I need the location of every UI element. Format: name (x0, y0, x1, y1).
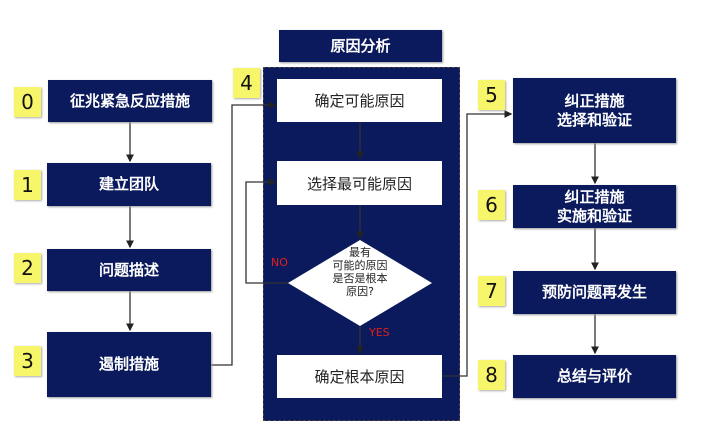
analysis-title: 原因分析 (279, 30, 442, 62)
step-badge-8: 8 (478, 360, 505, 390)
step-1-box: 建立团队 (47, 163, 211, 206)
decision-line: 是否是根本 (332, 272, 388, 285)
step-2-box: 问题描述 (47, 249, 211, 291)
possible-causes-box: 确定可能原因 (277, 79, 442, 122)
arrow-4-5 (442, 110, 513, 377)
arrow-3-4 (211, 101, 277, 366)
step-8-box: 总结与评价 (513, 355, 676, 398)
yes-label: YES (369, 326, 390, 339)
step-badge-6: 6 (478, 190, 505, 220)
no-label: NO (271, 256, 288, 269)
step-badge-3: 3 (14, 346, 41, 376)
step-badge-0: 0 (14, 87, 41, 117)
step-5-box: 纠正措施选择和验证 (513, 78, 676, 143)
step-5-line2: 选择和验证 (556, 110, 632, 129)
step-6-box: 纠正措施实施和验证 (513, 185, 676, 228)
step-5-line1: 纠正措施 (564, 91, 625, 110)
decision-line: 最有 (349, 246, 371, 259)
most-likely-cause-box: 选择最可能原因 (277, 161, 442, 205)
step-3-box: 遏制措施 (47, 332, 211, 397)
step-6-line1: 纠正措施 (564, 187, 625, 206)
root-cause-box: 确定根本原因 (277, 355, 442, 398)
step-badge-5: 5 (478, 80, 505, 110)
decision-line: 原因? (346, 285, 374, 298)
step-7-box: 预防问题再发生 (513, 271, 676, 314)
decision-line: 可能的原因 (332, 259, 388, 272)
step-0-box: 征兆紧急反应措施 (48, 80, 212, 122)
step-badge-7: 7 (478, 276, 505, 306)
step-badge-1: 1 (14, 170, 41, 200)
decision-diamond (288, 240, 432, 326)
step-badge-2: 2 (14, 253, 41, 283)
step-6-line2: 实施和验证 (556, 206, 632, 225)
step-badge-4: 4 (233, 68, 260, 98)
arrow-no-loop (245, 178, 288, 284)
decision-text: 最有 可能的原因 是否是根本 原因? (318, 246, 402, 298)
